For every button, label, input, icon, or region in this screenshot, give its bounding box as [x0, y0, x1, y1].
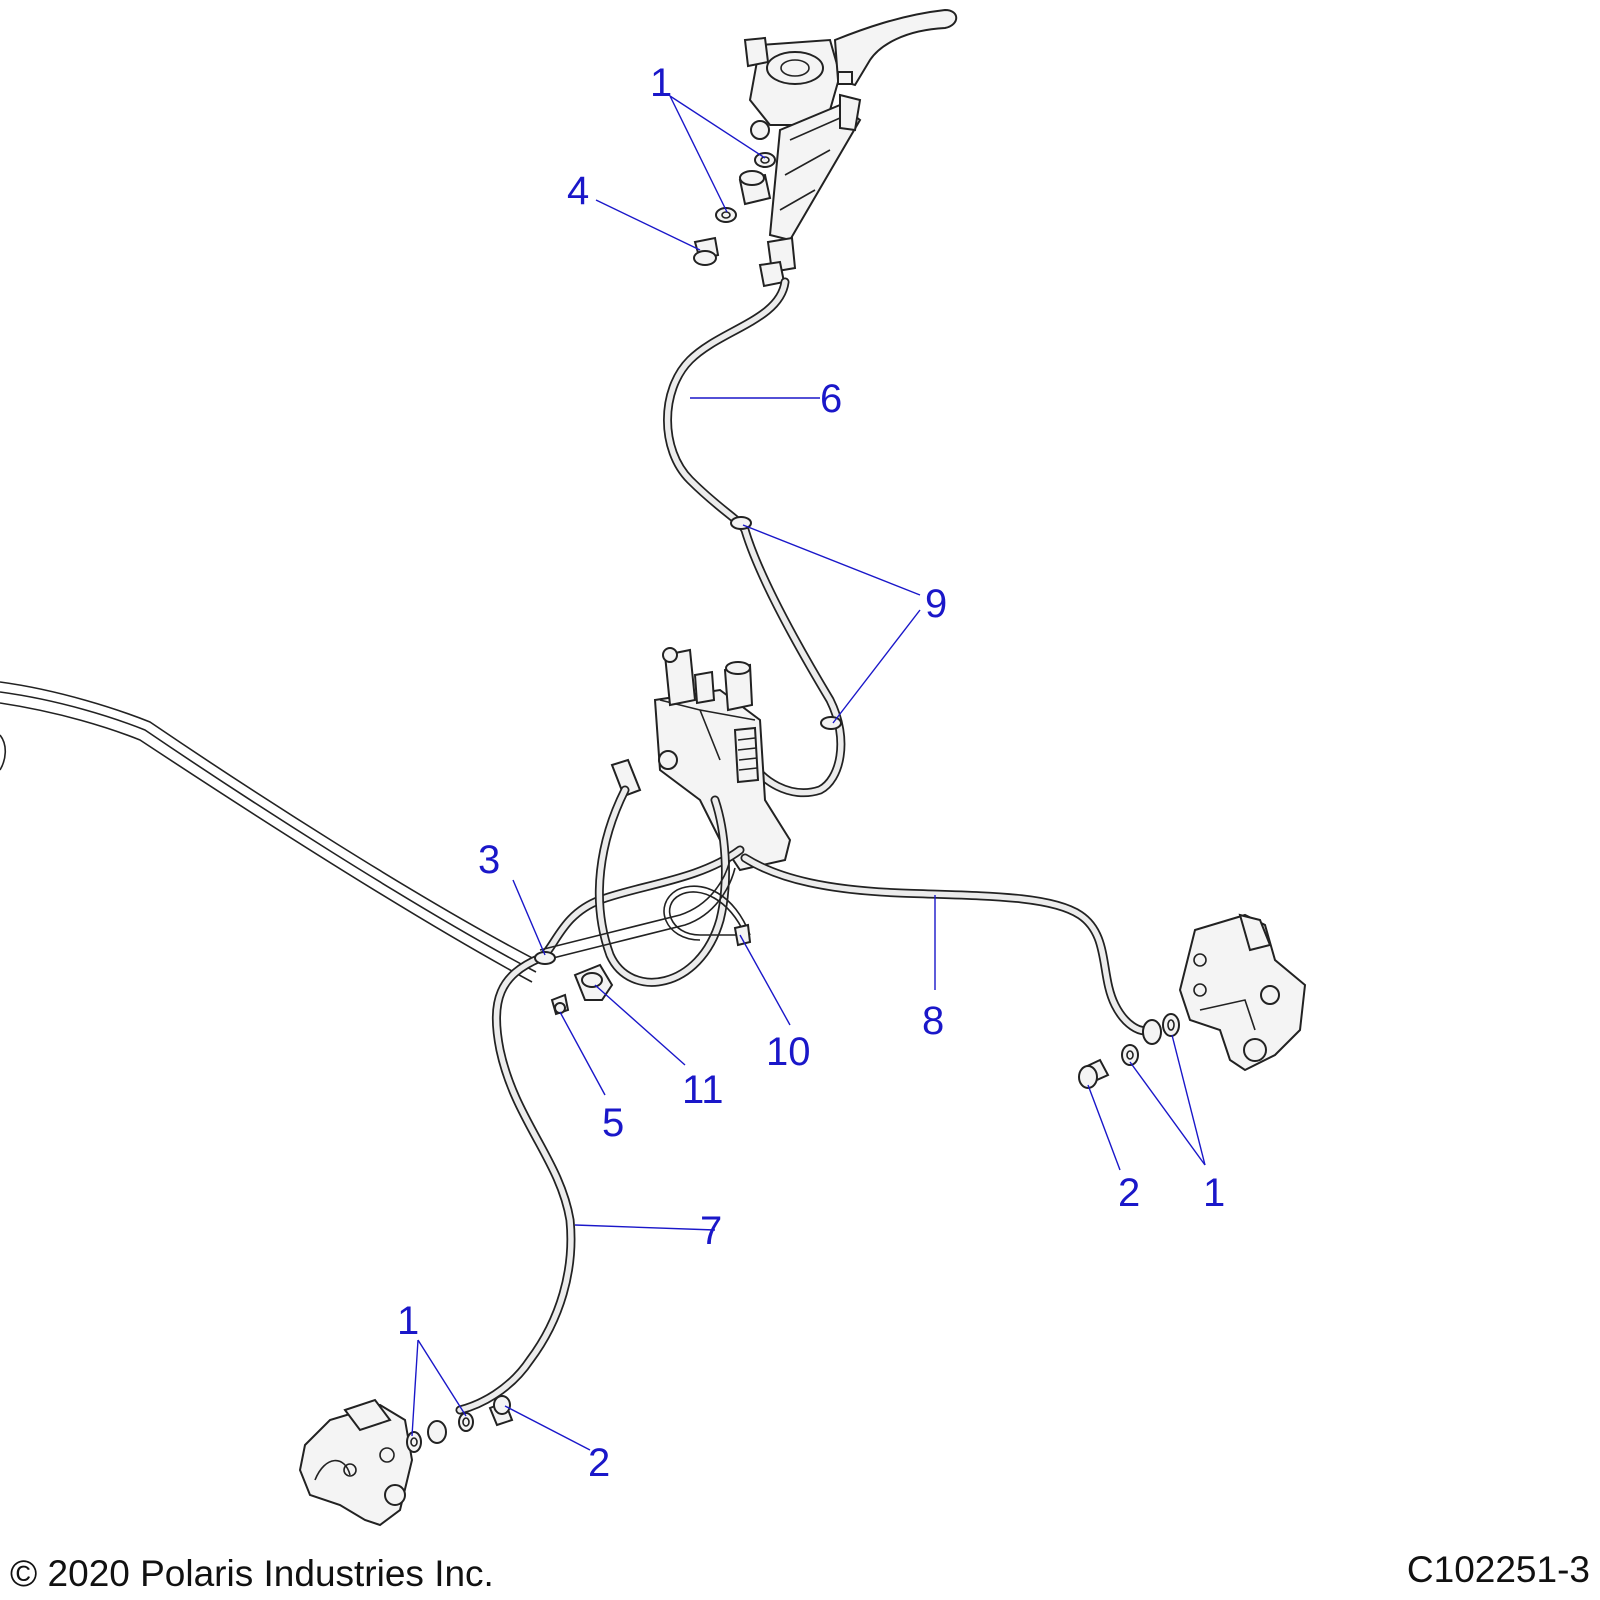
callout-8: 8: [922, 999, 944, 1043]
callout-2-bottom: 2: [588, 1441, 610, 1485]
callout-3: 3: [478, 838, 500, 882]
banjo-fitting-right: [1142, 1019, 1162, 1045]
crush-washer-top-2: [715, 207, 737, 223]
callout-1-top: 1: [650, 61, 672, 105]
callout-1-bottom: 1: [397, 1299, 419, 1343]
brake-hose-6: [663, 277, 846, 798]
callouts: 1 4 6 9 3 10 11 5 8 2 1 7 1 2: [397, 61, 1225, 1485]
abs-return-hoses: [539, 785, 736, 987]
callout-4: 4: [567, 169, 589, 213]
callout-5: 5: [602, 1101, 624, 1145]
rear-brake-lines: [0, 681, 541, 983]
callout-10: 10: [766, 1030, 811, 1074]
hose-clip-3: [534, 951, 556, 965]
crush-washer-right-inner: [1121, 1044, 1139, 1066]
copyright-notice: © 2020 Polaris Industries Inc.: [10, 1553, 494, 1594]
banjo-bolt-right: [1078, 1058, 1110, 1089]
crush-washer-right-outer: [1162, 1013, 1180, 1037]
brake-hose-8: [740, 853, 1153, 1036]
master-cylinder: [738, 8, 958, 288]
callout-7: 7: [700, 1209, 722, 1253]
callout-11: 11: [682, 1068, 724, 1112]
callout-1-right: 1: [1203, 1171, 1225, 1215]
callout-6: 6: [820, 377, 842, 421]
crush-washer-top-1: [754, 152, 776, 168]
fastener-5: [550, 993, 570, 1016]
callout-9: 9: [925, 582, 947, 626]
cable-tie-10: [663, 885, 752, 947]
banjo-bolt-top: [693, 236, 720, 266]
left-caliper: [298, 1398, 414, 1527]
drawing-number: C102251-3: [1407, 1549, 1590, 1590]
banjo-fitting-left: [427, 1420, 447, 1444]
crush-washer-left-inner: [458, 1412, 474, 1432]
leader-lines: [411, 95, 1206, 1451]
right-caliper: [1178, 913, 1307, 1072]
callout-2-right: 2: [1118, 1171, 1140, 1215]
hose-clip-9-lower: [820, 716, 842, 730]
abs-modulator: [610, 647, 792, 872]
banjo-bolt-left: [488, 1395, 514, 1427]
crush-washer-left-outer: [406, 1431, 422, 1453]
